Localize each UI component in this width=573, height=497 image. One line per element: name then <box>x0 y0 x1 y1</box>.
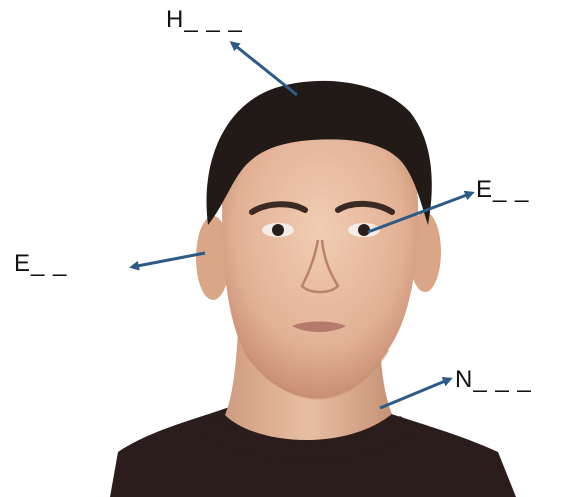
label-eye: E_ _ <box>476 176 530 203</box>
label-neck: N_ _ _ <box>455 366 532 393</box>
arrow-neck <box>379 377 453 410</box>
label-ear: E_ _ <box>14 250 68 277</box>
hair <box>206 80 432 225</box>
label-hair: H_ _ _ <box>166 6 243 33</box>
arrow-eye <box>367 190 475 234</box>
arrow-hair <box>229 41 298 97</box>
arrow-ear <box>129 251 206 271</box>
left-ear <box>196 216 230 300</box>
face <box>221 118 419 398</box>
